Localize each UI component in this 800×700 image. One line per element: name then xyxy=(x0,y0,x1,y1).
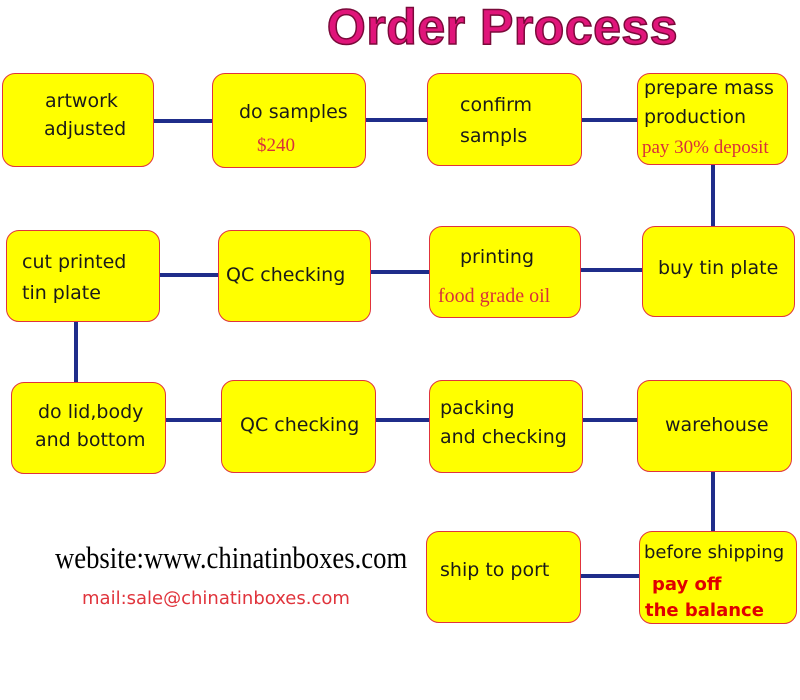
step-packing-label: packing xyxy=(440,397,515,419)
step-lid-label: do lid,body xyxy=(38,401,144,423)
step-before-shipping-label: before shipping xyxy=(644,542,785,563)
step-packing-box xyxy=(429,380,583,473)
step-do-samples-box xyxy=(212,73,366,168)
step-do-samples-note: $240 xyxy=(257,135,295,156)
step-printing-note: food grade oil xyxy=(438,285,551,307)
step-buy-tin-label: buy tin plate xyxy=(658,257,779,279)
step-printing-label: printing xyxy=(460,246,535,268)
step-qc2-label: QC checking xyxy=(240,414,360,436)
step-before-shipping-note: the balance xyxy=(645,600,764,621)
step-ship-label: ship to port xyxy=(440,559,550,581)
step-confirm-label: confirm xyxy=(460,94,533,116)
step-warehouse-box xyxy=(637,380,792,472)
step-qc1-label: QC checking xyxy=(226,264,346,286)
step-qc1-box xyxy=(218,230,371,322)
step-cut-label: tin plate xyxy=(22,282,101,304)
step-confirm-label: sampls xyxy=(460,125,528,147)
step-artwork-box xyxy=(2,73,154,167)
mail-text: mail:sale@chinatinboxes.com xyxy=(82,588,350,609)
step-cut-label: cut printed xyxy=(22,251,127,273)
step-artwork-label: artwork xyxy=(45,90,118,112)
step-do-samples-label: do samples xyxy=(239,101,348,123)
step-packing-label: and checking xyxy=(440,426,567,448)
step-prepare-label: production xyxy=(644,106,747,128)
step-warehouse-label: warehouse xyxy=(665,414,769,436)
step-ship-box xyxy=(426,531,581,623)
step-prepare-note: pay 30% deposit xyxy=(642,137,769,158)
step-before-shipping-note: pay off xyxy=(652,574,722,595)
step-confirm-box xyxy=(427,73,582,166)
step-buy-tin-box xyxy=(642,226,795,317)
step-cut-box xyxy=(6,230,160,322)
page-title: Order Process xyxy=(326,0,679,56)
step-artwork-label: adjusted xyxy=(44,118,127,140)
step-qc2-box xyxy=(221,380,376,473)
step-printing-box xyxy=(429,226,581,318)
step-lid-box xyxy=(11,382,166,474)
step-prepare-label: prepare mass xyxy=(644,77,774,99)
step-before-shipping-box xyxy=(639,531,797,624)
website-text: website:www.chinatinboxes.com xyxy=(55,540,408,575)
step-lid-label: and bottom xyxy=(35,429,146,451)
step-prepare-box xyxy=(637,73,788,165)
